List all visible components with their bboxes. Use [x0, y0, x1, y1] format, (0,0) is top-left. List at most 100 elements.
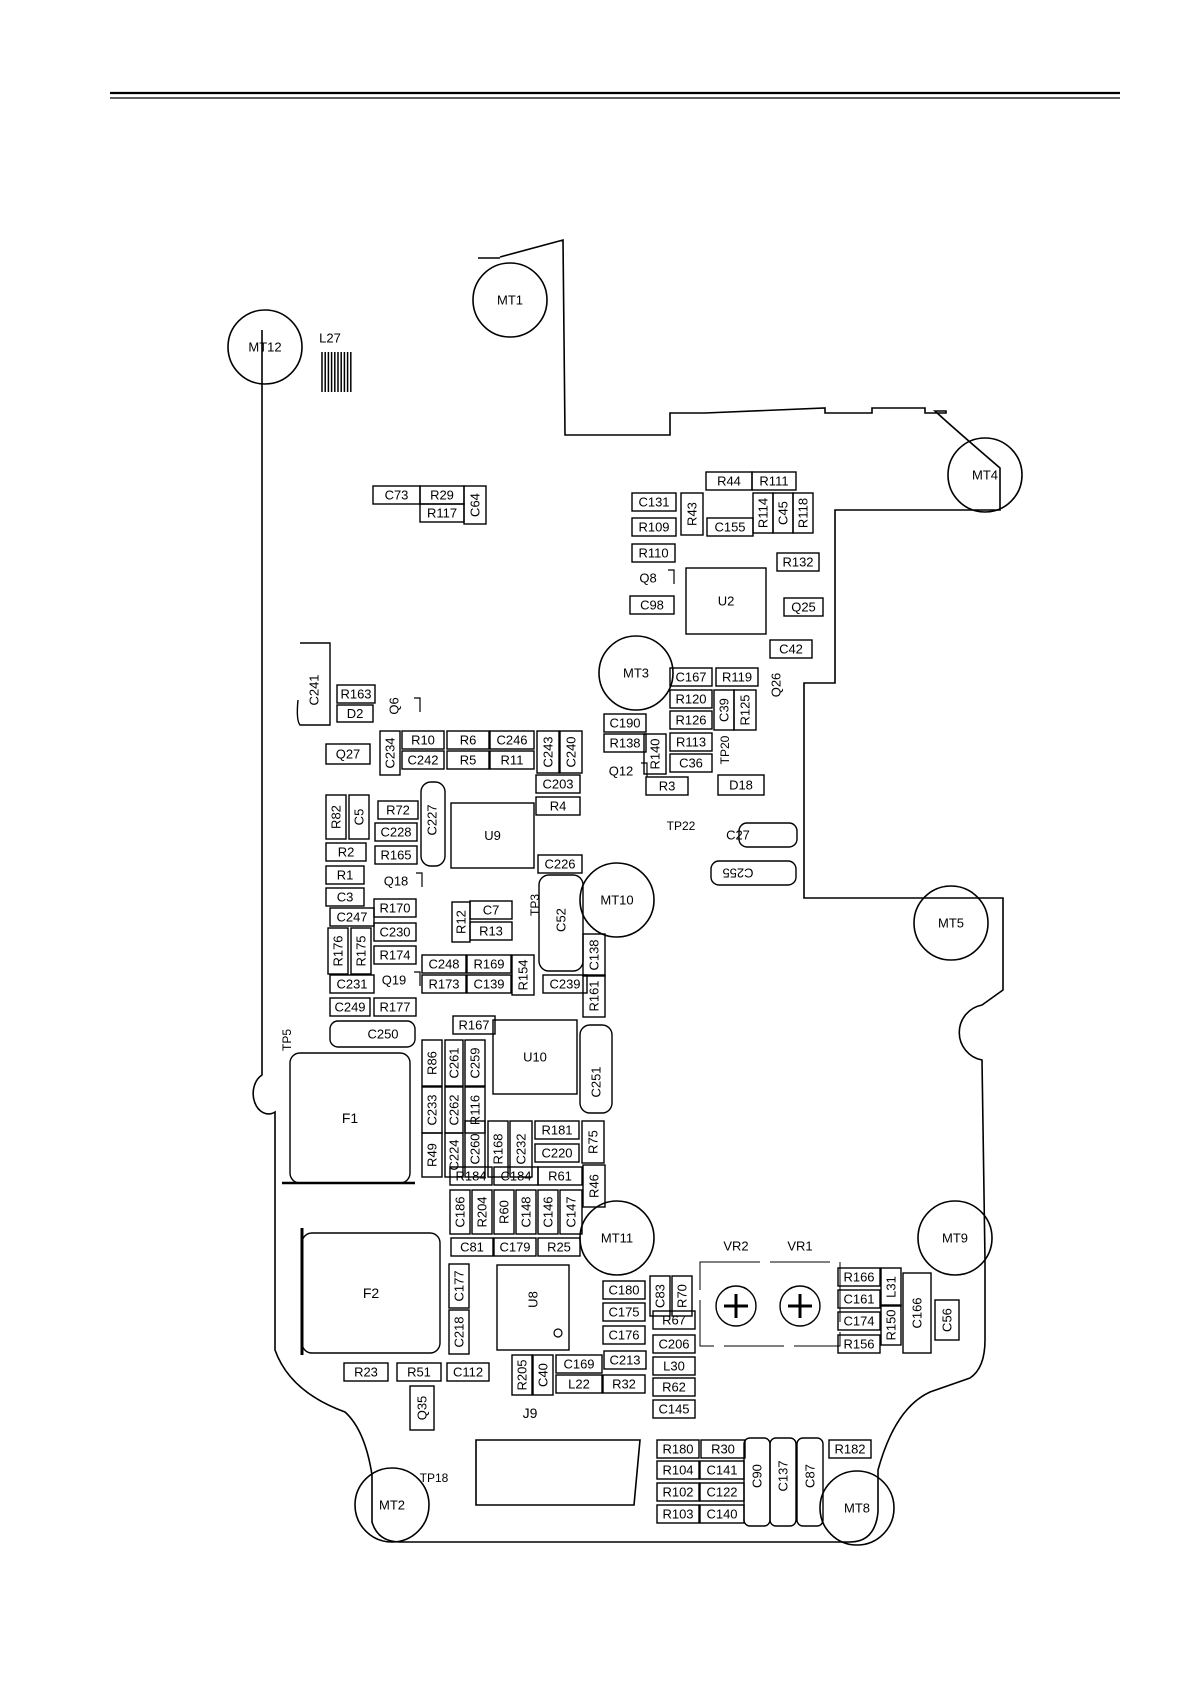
component-c42-label: C42 — [779, 642, 803, 657]
component-d18-outline — [717, 774, 765, 796]
mounting-hole-label-mt1: MT1 — [497, 293, 523, 308]
component-c179-outline — [493, 1237, 537, 1257]
vr-vr2-body — [715, 1285, 757, 1327]
component-c260-label: C260 — [468, 1133, 483, 1164]
component-c227-label: C227 — [425, 804, 440, 835]
component-c52-label: C52 — [554, 908, 569, 932]
component-r62-label: R62 — [662, 1380, 686, 1395]
component-c261-label: C261 — [447, 1047, 462, 1078]
component-c228-label: C228 — [380, 825, 411, 840]
component-c138-outline — [582, 933, 606, 977]
component-r30-outline — [700, 1439, 746, 1459]
board-outline — [252, 238, 1004, 1543]
component-c230-outline — [373, 922, 417, 942]
component-c98-label: C98 — [640, 598, 664, 613]
component-c5-label: C5 — [352, 809, 367, 826]
component-c148-outline — [515, 1189, 537, 1235]
component-r103-label: R103 — [662, 1507, 693, 1522]
connector-body-outline — [475, 1439, 641, 1506]
component-r70-outline — [671, 1275, 693, 1317]
component-c36-outline — [669, 753, 713, 773]
component-c146-label: C146 — [541, 1196, 556, 1227]
component-c56-outline — [934, 1299, 960, 1341]
filter-f2-label: F2 — [363, 1285, 380, 1301]
component-r1-outline — [325, 865, 365, 885]
component-c52-outline — [538, 874, 584, 972]
component-r116-label: R116 — [468, 1095, 483, 1125]
mounting-hole-label-mt2: MT2 — [379, 1498, 405, 1513]
component-r184-outline — [449, 1166, 493, 1186]
component-r169-outline — [466, 954, 512, 974]
mounting-hole-mt3 — [598, 635, 674, 711]
component-r138-outline — [603, 733, 647, 753]
mounting-hole-label-mt3: MT3 — [623, 666, 649, 681]
component-c27-outline — [738, 822, 798, 848]
component-c98-outline — [629, 595, 675, 615]
component-c190-outline — [603, 713, 647, 733]
ic-u9-outline — [450, 802, 535, 869]
component-c141-label: C141 — [706, 1463, 737, 1478]
component-r10-outline — [401, 730, 445, 750]
component-c3-outline — [325, 887, 365, 907]
component-c155-label: C155 — [714, 520, 745, 535]
component-q8-outline — [668, 569, 675, 584]
component-c147-outline — [559, 1189, 583, 1235]
ic-u8-pin1-dot — [553, 1328, 563, 1338]
component-c87-label: C87 — [803, 1464, 818, 1488]
component-r132-label: R132 — [782, 555, 813, 570]
component-c139-label: C139 — [473, 977, 504, 992]
component-outlines — [227, 262, 1023, 1546]
component-c167-label: C167 — [675, 670, 706, 685]
vr-vr1-label: VR1 — [787, 1239, 812, 1254]
component-r111-outline — [751, 471, 797, 491]
component-c175-label: C175 — [608, 1305, 639, 1320]
component-c174-label: C174 — [843, 1314, 874, 1329]
component-r49-label: R49 — [425, 1143, 440, 1167]
component-c148-label: C148 — [519, 1196, 534, 1227]
component-r166-outline — [837, 1267, 881, 1287]
component-q8-label: Q8 — [639, 571, 656, 586]
mounting-hole-label-mt9: MT9 — [942, 1231, 968, 1246]
component-r140-outline — [643, 733, 667, 775]
test-point-tp3-label: TP3 — [528, 894, 542, 916]
component-q35-label: Q35 — [415, 1396, 430, 1421]
header-rule — [110, 91, 1120, 99]
component-r25-outline — [537, 1237, 581, 1257]
component-r75-outline — [581, 1120, 605, 1164]
component-c232-label: C232 — [514, 1133, 529, 1164]
component-r82-label: R82 — [329, 805, 344, 829]
component-c7-label: C7 — [483, 903, 500, 918]
component-c234-label: C234 — [383, 737, 398, 768]
test-point-tp22-label: TP22 — [667, 819, 696, 833]
component-c203-label: C203 — [542, 777, 573, 792]
component-r104-label: R104 — [662, 1463, 693, 1478]
component-c228-outline — [374, 822, 418, 842]
component-c226-label: C226 — [544, 857, 575, 872]
component-c81-label: C81 — [460, 1240, 484, 1255]
component-c232-outline — [509, 1120, 533, 1178]
component-r169-label: R169 — [473, 957, 504, 972]
component-c83-label: C83 — [653, 1284, 668, 1308]
component-r11-outline — [489, 750, 535, 770]
component-c243-label: C243 — [541, 736, 556, 767]
component-c213-outline — [603, 1350, 647, 1370]
component-r177-outline — [373, 997, 417, 1017]
component-r6-label: R6 — [460, 733, 477, 748]
component-c140-label: C140 — [706, 1507, 737, 1522]
component-c177-outline — [448, 1263, 470, 1309]
component-c186-label: C186 — [453, 1196, 468, 1227]
component-c190-label: C190 — [609, 716, 640, 731]
mounting-hole-mt12 — [227, 309, 303, 385]
component-c175-outline — [602, 1302, 646, 1322]
component-r154-label: R154 — [516, 959, 531, 990]
component-r30-label: R30 — [711, 1442, 735, 1457]
component-c167-outline — [669, 667, 713, 687]
connector-j9-label: J9 — [523, 1405, 538, 1421]
component-c180-outline — [602, 1280, 646, 1300]
component-r156-outline — [837, 1334, 881, 1354]
component-c161-outline — [837, 1289, 881, 1309]
component-r111-label: R111 — [759, 474, 788, 489]
component-r4-label: R4 — [550, 799, 567, 814]
component-q25-label: Q25 — [791, 600, 816, 615]
ic-u10-outline — [492, 1019, 578, 1095]
